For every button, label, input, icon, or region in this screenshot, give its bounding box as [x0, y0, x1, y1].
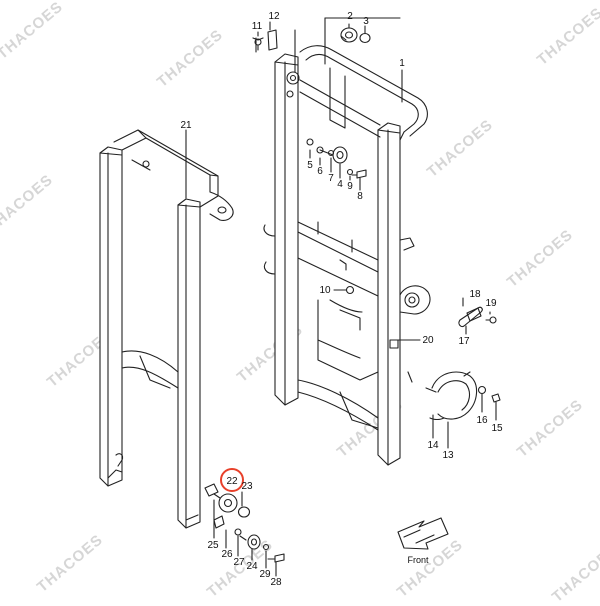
parts-bottom [204, 483, 285, 577]
parts-middle [306, 138, 501, 449]
callout-24: 24 [246, 561, 258, 572]
callout-18: 18 [469, 289, 481, 300]
callout-27: 27 [233, 557, 245, 568]
callout-28: 28 [270, 577, 282, 588]
callout-16: 16 [476, 415, 488, 426]
callout-17: 17 [458, 336, 470, 347]
callout-8: 8 [357, 191, 363, 202]
callout-11: 11 [252, 21, 263, 32]
callout-25: 25 [207, 540, 219, 551]
callout-5: 5 [307, 160, 313, 171]
callout-19: 19 [485, 298, 497, 309]
callout-6: 6 [317, 166, 323, 177]
front-label: Front [407, 555, 429, 565]
callout-22: 22 [226, 476, 238, 487]
callout-14: 14 [427, 440, 439, 451]
callout-26: 26 [221, 549, 233, 560]
callout-2: 2 [347, 11, 353, 22]
callout-20: 20 [422, 335, 434, 346]
callout-7: 7 [328, 173, 334, 184]
front-arrow-icon [397, 517, 449, 550]
callout-21: 21 [180, 120, 192, 131]
callout-29: 29 [259, 569, 271, 580]
outer-mast [99, 129, 234, 529]
parts-top [252, 17, 401, 73]
callout-9: 9 [347, 181, 353, 192]
callout-4: 4 [337, 179, 343, 190]
callout-23: 23 [241, 481, 253, 492]
highlight-circle [220, 468, 244, 492]
callout-1: 1 [399, 58, 405, 69]
callout-13: 13 [442, 450, 454, 461]
callout-3: 3 [363, 16, 369, 27]
inner-mast [263, 45, 431, 466]
callout-15: 15 [491, 423, 503, 434]
callout-12: 12 [268, 11, 280, 22]
callout-10: 10 [319, 285, 331, 296]
